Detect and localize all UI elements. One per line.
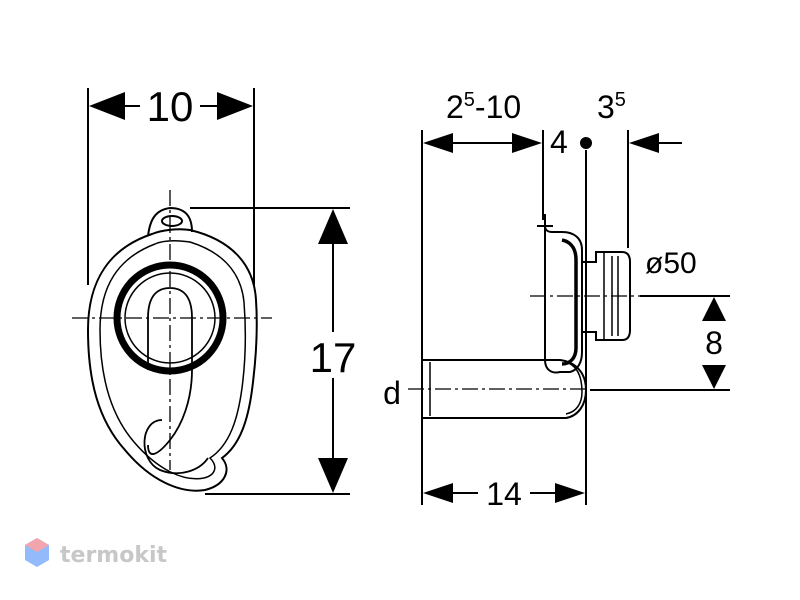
- side-view: [408, 130, 730, 505]
- offset-dimension: [629, 133, 682, 153]
- front-body-outline: [86, 228, 258, 492]
- height-arrow-top: [318, 209, 348, 244]
- setback-arrow-right: [512, 133, 542, 153]
- offset-arrow-top: [702, 297, 726, 321]
- offset-arrow-bottom: [702, 365, 726, 389]
- watermark-brand-text: termokit: [60, 543, 167, 568]
- watermark: termokit: [25, 538, 167, 568]
- reference-dot: [580, 137, 592, 149]
- wall-flange: [544, 225, 583, 374]
- outlet-spigot: [582, 251, 631, 341]
- height-dimension: [318, 209, 348, 493]
- gap-label: 4: [550, 124, 568, 160]
- length-label: 14: [486, 476, 522, 512]
- inlet-bend-inner: [565, 361, 583, 415]
- setback-label: 25-10: [446, 89, 521, 125]
- width-arrow-left: [89, 92, 125, 120]
- offset-label: 35: [597, 89, 626, 125]
- front-view: [72, 88, 350, 495]
- length-arrow-left: [423, 483, 453, 503]
- offset-arrow: [629, 133, 659, 153]
- inlet-label: d: [383, 375, 401, 411]
- mounting-lug: [147, 206, 193, 237]
- flange-seal: [561, 238, 578, 366]
- outlet-diameter-label: ø50: [645, 247, 697, 280]
- height-arrow-bottom: [318, 458, 348, 493]
- side-centerlines: [408, 295, 690, 390]
- width-arrow-right: [217, 92, 253, 120]
- length-dimension: [423, 483, 585, 503]
- watermark-logo-icon: [25, 538, 49, 567]
- inner-channel: [147, 287, 193, 455]
- width-dimension-label: 10: [147, 83, 194, 130]
- trap-bottom: [143, 419, 209, 475]
- vertical-offset-label: 8: [705, 325, 723, 361]
- lug-hole: [161, 215, 183, 227]
- setback-dimension: [423, 133, 542, 153]
- vertical-offset-dimension: [702, 297, 726, 389]
- front-centerlines: [72, 190, 272, 470]
- height-dimension-label: 17: [310, 334, 357, 381]
- length-arrow-right: [555, 483, 585, 503]
- setback-arrow-left: [423, 133, 453, 153]
- front-body-inner: [99, 239, 247, 480]
- width-dimension: [89, 92, 253, 120]
